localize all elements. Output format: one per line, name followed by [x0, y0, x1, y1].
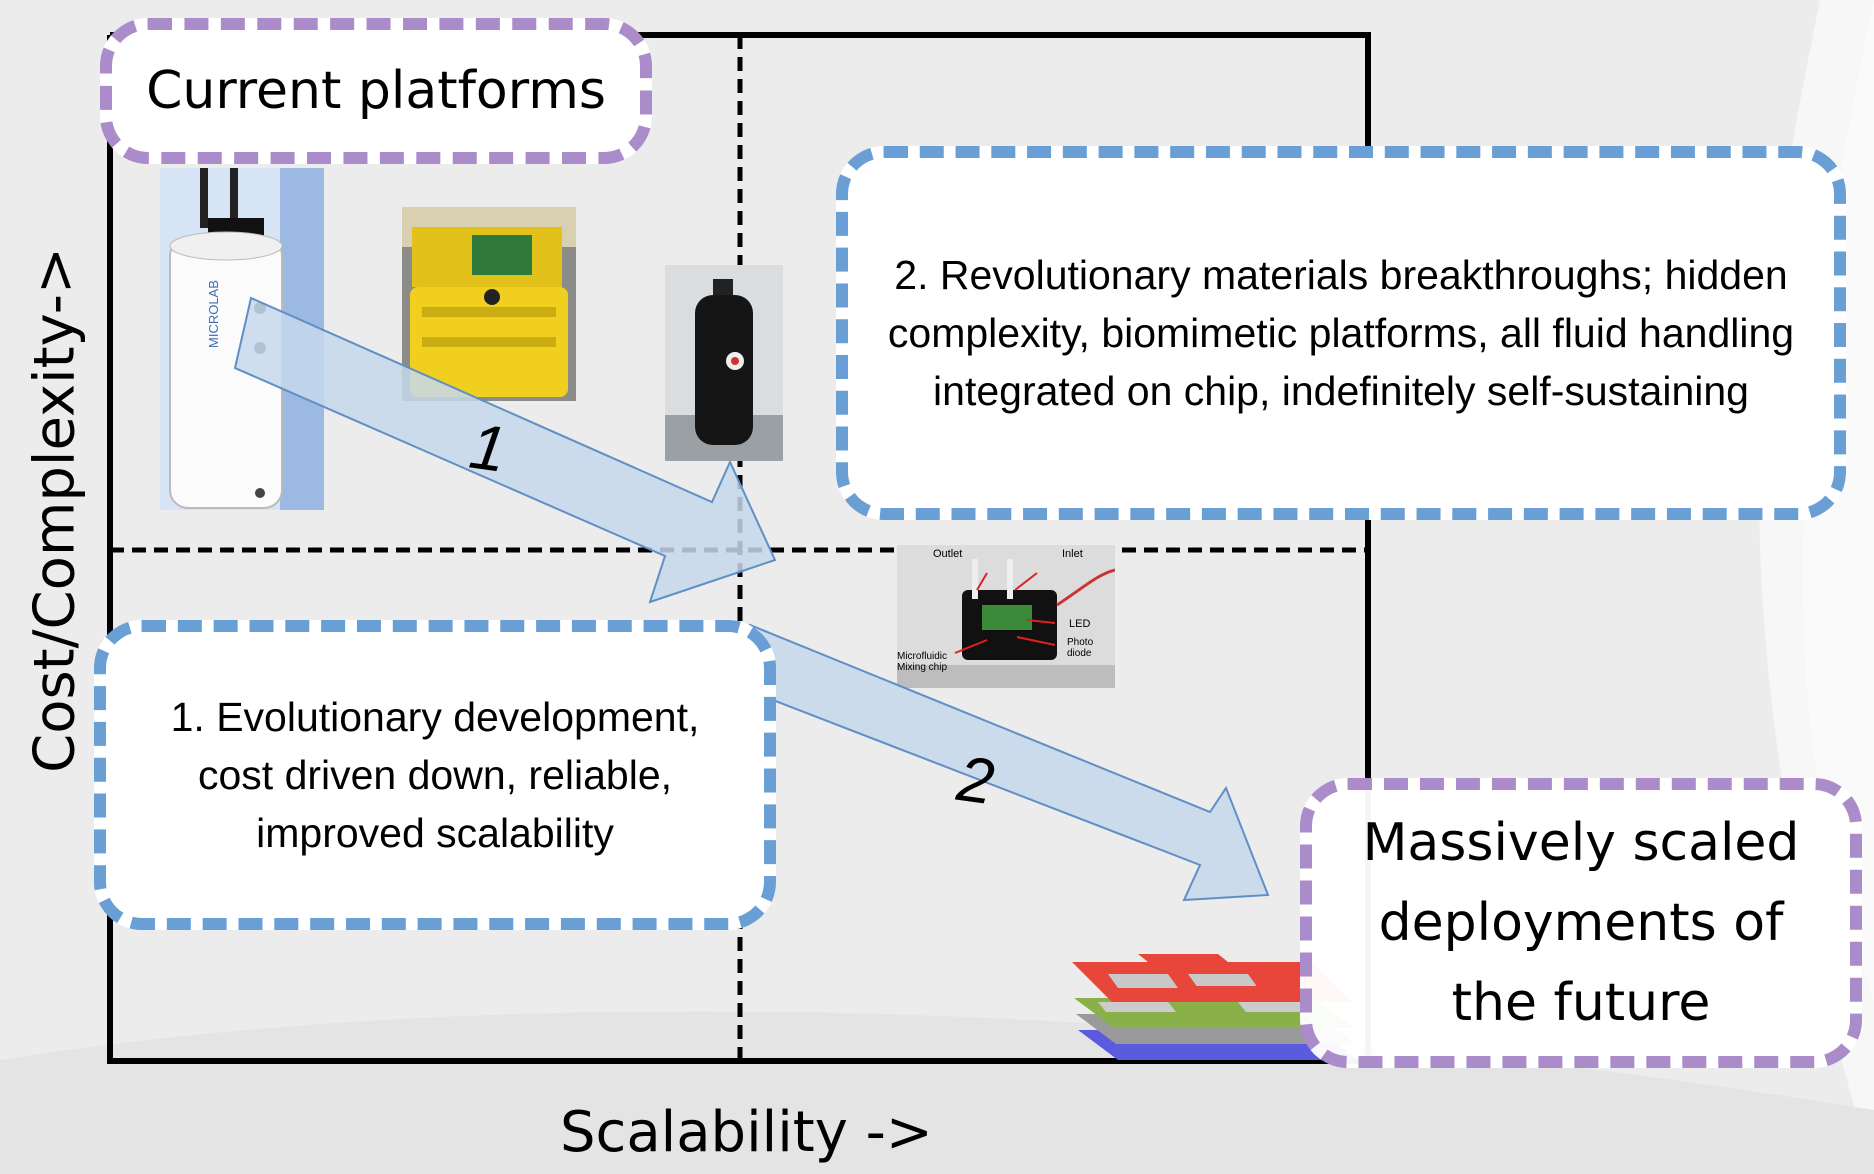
- black-cylinder-photo: [665, 265, 783, 461]
- current-platforms-box: Current platforms: [100, 18, 652, 164]
- arrow-1: [233, 296, 777, 604]
- current-platforms-label: Current platforms: [146, 61, 606, 121]
- x-axis-label: Scalability ->: [560, 1100, 933, 1165]
- inlet-label: Inlet: [1062, 548, 1083, 560]
- revolutionary-box: 2. Revolutionary materials breakthroughs…: [836, 146, 1846, 520]
- mixing-chip-label: Microfluidic Mixing chip: [897, 651, 948, 673]
- massively-scaled-box: Massively scaled deployments of the futu…: [1300, 778, 1862, 1068]
- evolutionary-text: 1. Evolutionary development, cost driven…: [170, 694, 700, 856]
- microfluidic-chip-photo: Outlet Inlet LED Photo diode Microfluidi…: [897, 545, 1115, 688]
- outlet-label: Outlet: [933, 548, 962, 560]
- y-axis-label-container: Cost/Complexity->: [10, 170, 100, 850]
- led-label: LED: [1069, 618, 1090, 630]
- arrow-2: [732, 623, 1270, 902]
- yellow-case-photo: [402, 207, 576, 401]
- massively-scaled-text: Massively scaled deployments of the futu…: [1362, 813, 1800, 1033]
- photodiode-label: Photo diode: [1067, 637, 1094, 659]
- microlab-label: MICROLAB: [206, 280, 221, 348]
- y-axis-label: Cost/Complexity->: [22, 247, 88, 773]
- stacked-layers-graphic: [1072, 954, 1358, 1060]
- evolutionary-box: 1. Evolutionary development, cost driven…: [94, 620, 776, 930]
- revolutionary-text: 2. Revolutionary materials breakthroughs…: [887, 252, 1795, 414]
